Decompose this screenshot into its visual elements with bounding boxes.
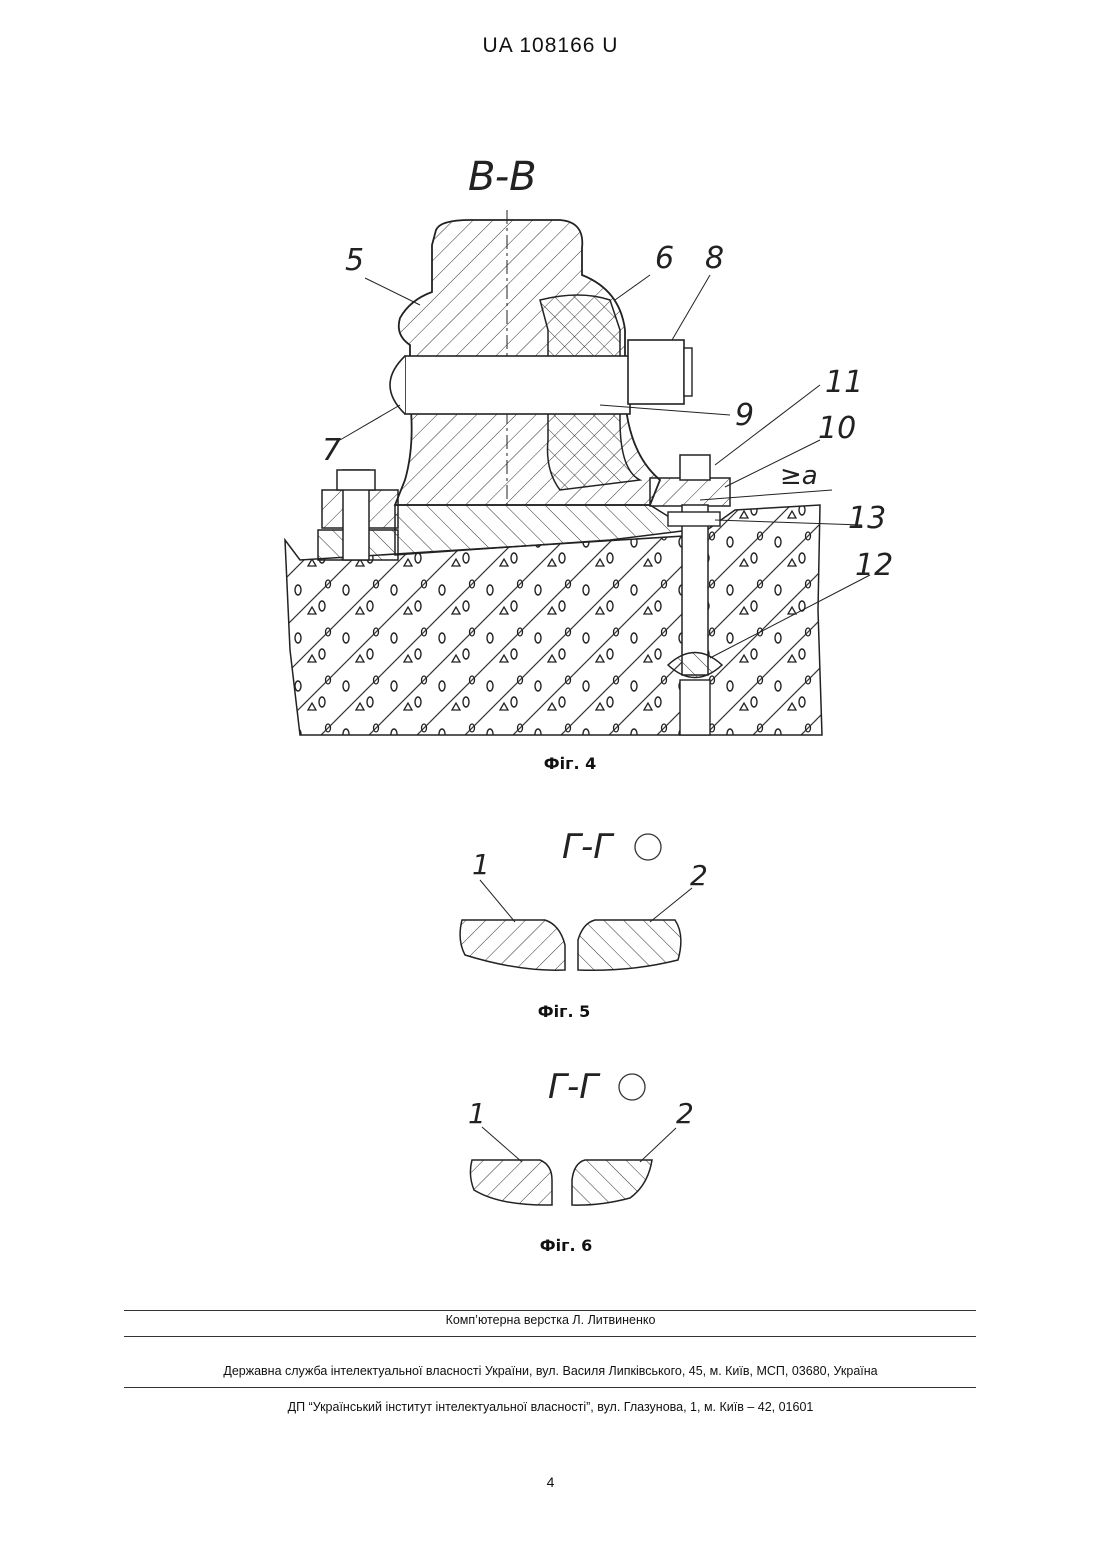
agency-address: Державна служба інтелектуальної власност…	[0, 1364, 1101, 1378]
fig6-part-2	[572, 1160, 652, 1205]
footer-divider-2	[124, 1336, 976, 1337]
fig6-label-1: 1	[468, 1097, 486, 1130]
fig6-section-title: Г-Г	[548, 1067, 601, 1107]
fig6-caption: Фіг. 6	[466, 1236, 666, 1255]
institute-address: ДП “Український інститут інтелектуальної…	[0, 1400, 1101, 1414]
footer-divider-3	[124, 1387, 976, 1388]
fig6-part-1	[470, 1160, 552, 1205]
fig6-scale-mark	[619, 1074, 645, 1100]
typesetting-credit: Комп’ютерна верстка Л. Литвиненко	[0, 1313, 1101, 1327]
fig6-label-2: 2	[676, 1097, 694, 1130]
page-number: 4	[0, 1474, 1101, 1490]
footer-divider-1	[124, 1310, 976, 1311]
